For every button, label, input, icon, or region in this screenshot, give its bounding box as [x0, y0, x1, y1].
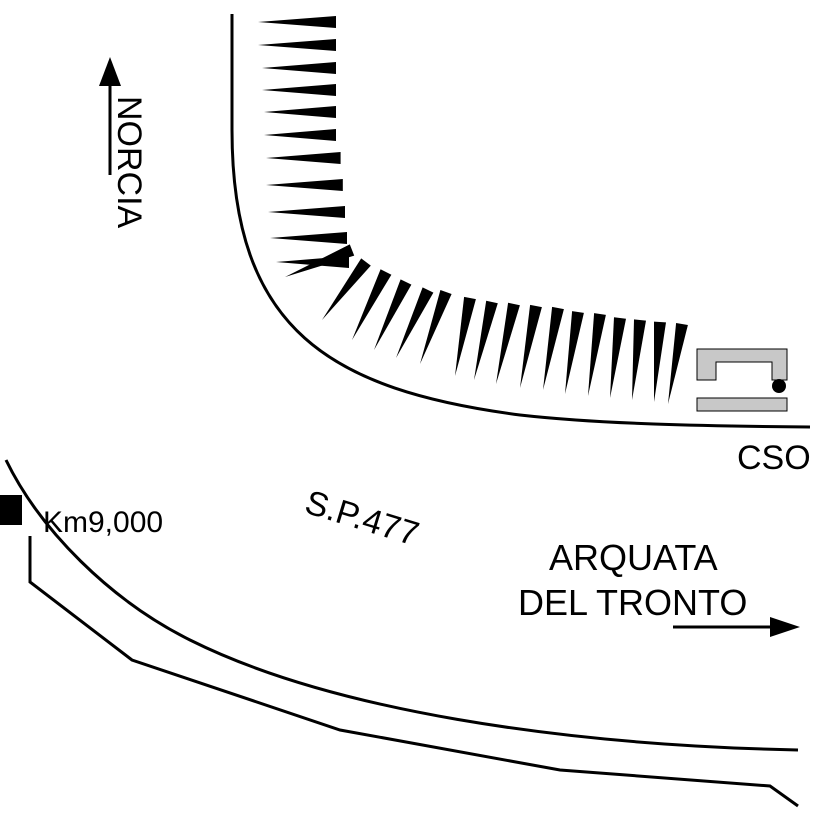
- arquata-label-line2: DEL TRONTO: [518, 582, 747, 623]
- slope-hachure-mark: [285, 244, 355, 277]
- norcia-label: NORCIA: [110, 96, 148, 229]
- slope-hachure-mark: [420, 290, 452, 364]
- slope-hachure-mark: [270, 232, 347, 244]
- slope-hachure-mark: [632, 319, 646, 400]
- slope-hachure-mark: [262, 84, 336, 96]
- slope-hachure-mark: [520, 304, 542, 388]
- slope-hachure-mark: [668, 323, 688, 404]
- lower-road-edge: [4, 459, 799, 752]
- slope-hachure-mark: [262, 62, 336, 74]
- km-marker-label: Km9,000: [43, 506, 163, 539]
- slope-hachure-mark: [610, 317, 626, 398]
- lower-road-outer-edge: [28, 536, 799, 808]
- slope-hachure-mark: [266, 179, 343, 191]
- slope-hachure-mark: [543, 306, 564, 390]
- arrow-right-icon: [770, 617, 800, 637]
- slope-hachure-mark: [455, 296, 476, 376]
- east-direction: [673, 617, 800, 637]
- slope-hachure-mark: [352, 269, 392, 340]
- km-marker-square: [0, 495, 22, 525]
- slope-hachure-mark: [266, 152, 341, 164]
- slope-hachure-mark: [474, 300, 498, 380]
- slope-hachure-mark: [565, 311, 584, 394]
- cso-structure: [696, 348, 788, 412]
- slope-hachure-mark: [322, 258, 371, 320]
- arquata-label-line1: ARQUATA: [549, 537, 718, 578]
- slope-hachure-mark: [258, 39, 336, 51]
- north-direction: [99, 57, 121, 175]
- cso-label: CSO: [737, 439, 811, 477]
- slope-hachure-mark: [268, 206, 345, 218]
- slope-hachure-mark: [374, 279, 412, 350]
- cso-point-marker: [772, 379, 786, 393]
- slope-hachure-mark: [654, 321, 666, 402]
- slope-hachure-mark: [264, 129, 336, 141]
- cso-base-slab: [696, 397, 788, 412]
- slope-hachure-mark: [258, 16, 336, 28]
- slope-hachure-mark: [588, 313, 606, 396]
- cso-building-icon: [696, 348, 788, 381]
- road-name-label: S.P.477: [301, 483, 424, 553]
- slope-hachure-mark: [496, 302, 520, 384]
- arrow-up-icon: [99, 57, 121, 86]
- slope-hachure-mark: [264, 106, 336, 118]
- upper-road-edge: [230, 14, 811, 429]
- slope-hachures: [258, 16, 688, 404]
- slope-hachure-mark: [396, 287, 434, 358]
